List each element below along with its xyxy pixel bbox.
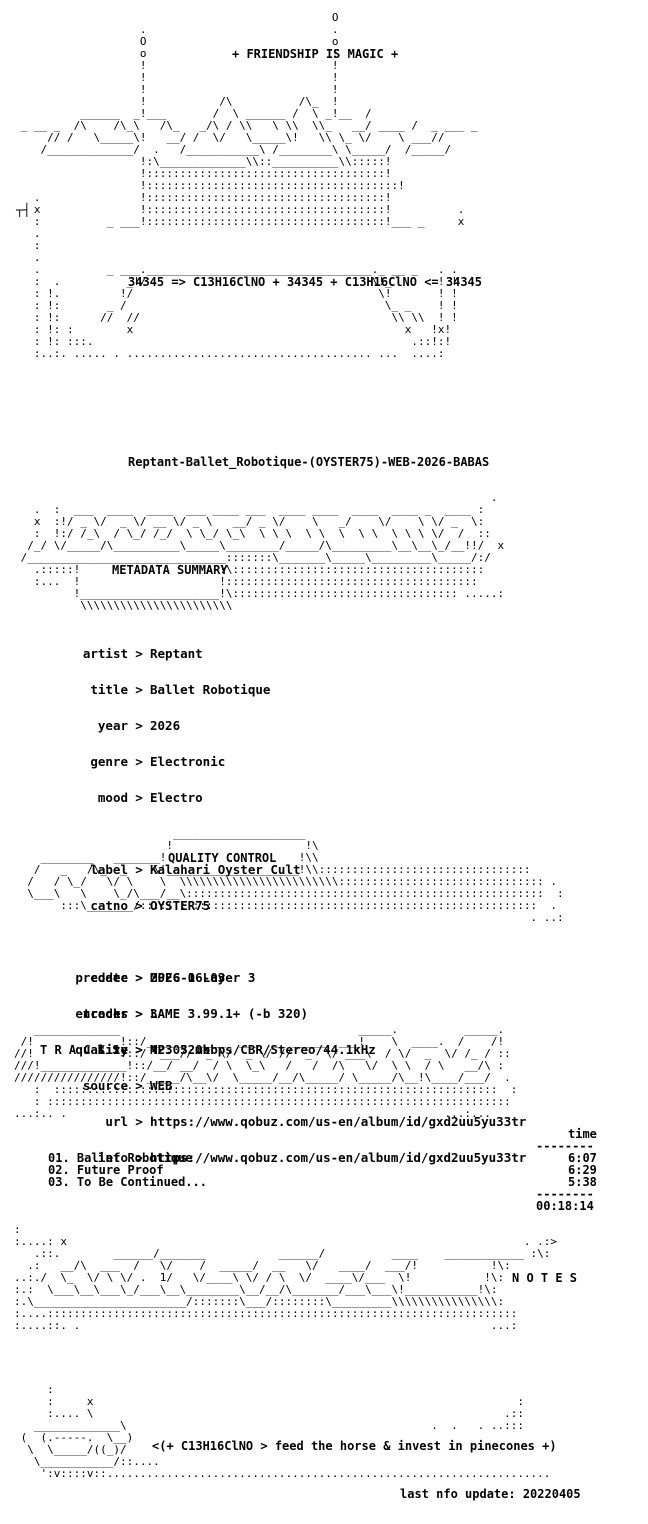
time-header: time <box>568 1127 597 1141</box>
release-name: Reptant-Ballet_Robotique-(OYSTER75)-WEB-… <box>128 455 490 469</box>
metadata-list: artist>Reptant title>Ballet Robotique ye… <box>62 624 526 1176</box>
metadata-row-year: year>2026 <box>97 718 181 733</box>
section-title-notes: N O T E S <box>512 1271 578 1285</box>
metadata-row-title: title>Ballet Robotique <box>90 682 271 697</box>
quality-row-quality: quality>MP3 320kbps/CBR/Stereo/44.1kHz <box>75 1042 376 1057</box>
tracks-banner-art: _____________ _____. _____. /! !::/_____… <box>14 1023 518 1120</box>
metadata-row-artist: artist>Reptant <box>82 646 203 661</box>
footer-art: : : x : :.... \ .:: _____________\ <box>20 1383 551 1480</box>
info-link[interactable]: https://www.qobuz.com/us-en/album/id/gxd… <box>150 1150 527 1165</box>
metadata-row-size: size>42.05 mb <box>97 1042 211 1057</box>
banner-text: + FRIENDSHIP IS MAGIC + <box>232 47 399 61</box>
section-title-quality: QUALITY CONTROL <box>168 851 277 865</box>
url-link[interactable]: https://www.qobuz.com/us-en/album/id/gxd… <box>150 1114 527 1129</box>
metadata-row-tracks: tracks>3 <box>82 1006 158 1021</box>
header-ascii-art: O . . O o o ! ! <box>20 11 478 360</box>
metadata-row-catno: catno>OYSTER75 <box>90 898 211 913</box>
total-time: 00:18:14 <box>536 1199 594 1213</box>
metadata-row-url: url>https://www.qobuz.com/us-en/album/id… <box>105 1114 527 1129</box>
metadata-row-label: label>Kalahari Oyster Cult <box>90 862 301 877</box>
footer-note: <(+ C13H16ClNO > feed the horse & invest… <box>152 1439 557 1453</box>
metadata-row-mood: mood>Electro <box>97 790 203 805</box>
quality-row-encoder: encoder>LAME 3.99.1+ (-b 320) <box>75 1006 309 1021</box>
last-update: last nfo update: 20220405 <box>400 1487 581 1501</box>
track-row-2: 02. Future Proof <box>48 1163 164 1177</box>
quality-banner-art: ____________________ ! !\ ________ _____… <box>27 827 564 924</box>
time-rule-top: -------- <box>536 1139 594 1153</box>
time-rule-bottom: -------- <box>536 1187 594 1201</box>
quality-row-codec: codec>MPEG 1 Layer 3 <box>90 970 256 985</box>
metadata-row-predate: predate>2026-06-03 <box>75 970 226 985</box>
section-title-metadata: METADATA SUMMARY <box>112 563 228 577</box>
notes-banner-art: : :....: x . .:> .::. ______/_______ ___… <box>14 1223 558 1332</box>
metadata-row-info: info>https://www.qobuz.com/us-en/album/i… <box>97 1150 527 1165</box>
metadata-row-genre: genre>Electronic <box>90 754 226 769</box>
track-time-2: 6:29 <box>568 1163 597 1177</box>
track-row-1: 01. Ballet Robotique <box>48 1151 193 1165</box>
equation-text: 34345 => C13H16ClNO + 34345 + C13H16ClNO… <box>128 275 483 289</box>
section-title-tracks: T R A C K S <box>40 1043 120 1057</box>
quality-row-source: source>WEB <box>82 1078 173 1093</box>
track-time-1: 6:07 <box>568 1151 597 1165</box>
quality-list: codec>MPEG 1 Layer 3 encoder>LAME 3.99.1… <box>62 948 376 1104</box>
track-row-3: 03. To Be Continued... <box>48 1175 207 1189</box>
metadata-banner-art: . . : ___ ____ ____ ___ ____ ___ ____ __… <box>20 491 505 612</box>
track-time-3: 5:38 <box>568 1175 597 1189</box>
tilde-glyph: ┬┤ <box>16 203 31 217</box>
